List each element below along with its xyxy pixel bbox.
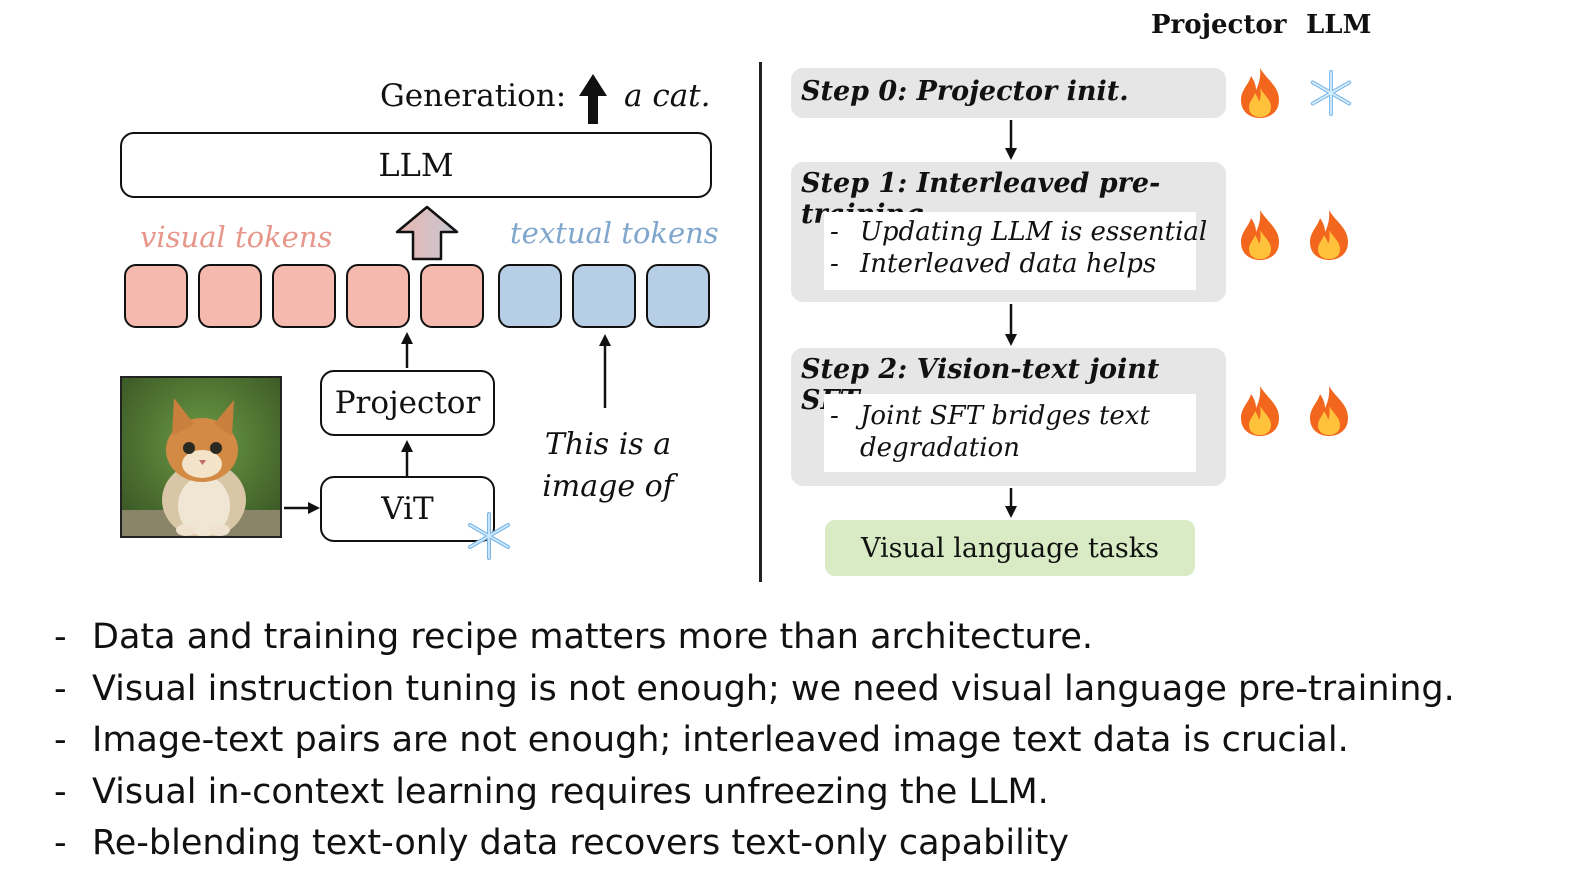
step-notes: -Joint SFT bridges text degradation bbox=[824, 394, 1196, 472]
visual-tokens-label: visual tokens bbox=[140, 220, 333, 254]
llm-label: LLM bbox=[378, 146, 454, 184]
takeaway-item: -Visual in-context learning requires unf… bbox=[54, 771, 1049, 812]
visual-token bbox=[198, 264, 262, 328]
step-notes: -Updating LLM is essential -Interleaved … bbox=[824, 212, 1208, 290]
textual-token bbox=[498, 264, 562, 328]
takeaway-item: -Data and training recipe matters more t… bbox=[54, 617, 1094, 657]
cat-input-image bbox=[120, 376, 282, 538]
snowflake-icon bbox=[1310, 69, 1352, 117]
step-arrow-icon bbox=[1005, 120, 1017, 160]
projector-label: Projector bbox=[334, 385, 481, 421]
caption-line: image of bbox=[542, 469, 674, 504]
visual-token bbox=[346, 264, 410, 328]
generation-label: Generation: bbox=[380, 78, 567, 114]
step-2-box: Step 2: Vision-text joint SFT -Joint SFT… bbox=[791, 348, 1226, 486]
visual-language-tasks-box: Visual language tasks bbox=[825, 520, 1195, 576]
section-divider bbox=[759, 62, 762, 582]
projector-column-header: Projector bbox=[1151, 10, 1287, 40]
takeaway-item: -Visual instruction tuning is not enough… bbox=[54, 668, 1455, 709]
text-input-caption: This is a image of bbox=[520, 424, 696, 508]
textual-token bbox=[572, 264, 636, 328]
visual-token bbox=[124, 264, 188, 328]
takeaway-item: -Re-blending text-only data recovers tex… bbox=[54, 823, 1070, 863]
visual-token bbox=[272, 264, 336, 328]
final-task-label: Visual language tasks bbox=[861, 532, 1159, 564]
textual-token bbox=[646, 264, 710, 328]
llm-column-header: LLM bbox=[1306, 10, 1372, 40]
projector-to-tokens-arrow-icon bbox=[401, 332, 413, 368]
fire-icon bbox=[1241, 386, 1279, 436]
caption-line: This is a bbox=[544, 427, 672, 462]
step-note: -Updating LLM is essential bbox=[830, 217, 1208, 247]
step-note: degradation bbox=[860, 433, 1020, 463]
fire-icon bbox=[1310, 210, 1348, 260]
textual-tokens-label: textual tokens bbox=[510, 216, 719, 250]
step-0-box: Step 0: Projector init. bbox=[791, 68, 1226, 118]
step-note: -Joint SFT bridges text bbox=[830, 401, 1150, 431]
step-arrow-icon bbox=[1005, 488, 1017, 518]
vit-label: ViT bbox=[381, 491, 434, 527]
vit-block: ViT bbox=[320, 476, 495, 542]
visual-token bbox=[420, 264, 484, 328]
projector-block: Projector bbox=[320, 370, 495, 436]
step-arrow-icon bbox=[1005, 304, 1017, 346]
text-to-tokens-arrow-icon bbox=[599, 334, 611, 408]
fire-icon bbox=[1241, 210, 1279, 260]
step-title: Step 0: Projector init. bbox=[801, 76, 1129, 107]
fire-icon bbox=[1310, 386, 1348, 436]
output-arrow-icon bbox=[579, 74, 607, 124]
token-to-llm-arrow-icon bbox=[395, 205, 459, 261]
generation-output: a cat. bbox=[624, 78, 711, 114]
image-to-vit-arrow-icon bbox=[284, 502, 320, 514]
snowflake-icon bbox=[468, 512, 510, 560]
takeaway-item: -Image-text pairs are not enough; interl… bbox=[54, 720, 1349, 760]
llm-block: LLM bbox=[120, 132, 712, 198]
token-row bbox=[124, 264, 714, 330]
vit-to-projector-arrow-icon bbox=[401, 440, 413, 476]
fire-icon bbox=[1241, 68, 1279, 118]
step-1-box: Step 1: Interleaved pre-training -Updati… bbox=[791, 162, 1226, 302]
step-note: -Interleaved data helps bbox=[830, 249, 1157, 279]
takeaway-list: -Data and training recipe matters more t… bbox=[54, 612, 1455, 870]
